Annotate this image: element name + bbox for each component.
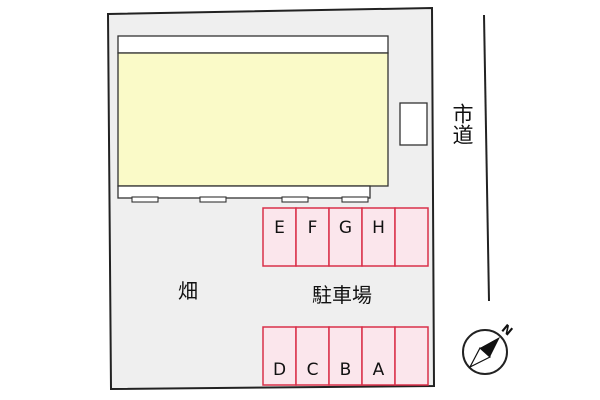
parking-space [394,326,429,386]
road-label: 市道 [450,103,474,145]
field-label: 畑 [178,279,198,303]
parking-area-label: 駐車場 [312,283,372,307]
parking-space [328,207,363,267]
parking-space [262,326,297,386]
parking-label-g: G [339,218,352,238]
parking-label-d: D [273,360,286,380]
parking-label-h: H [372,218,385,238]
parking-label-a: A [373,360,385,380]
parking-space [361,207,396,267]
parking-space [295,207,330,267]
parking-space [328,326,363,386]
parking-label-b: B [340,360,352,380]
parking-label-c: C [307,360,319,380]
parking-row-top: E F G H [262,207,429,267]
road-line [483,14,490,302]
parking-label-f: F [308,218,318,238]
building [117,35,428,203]
north-arrow-icon: N [462,321,515,375]
parking-space [295,326,330,386]
parking-row-bottom: D C B A [262,326,429,386]
parking-label-e: E [274,218,285,238]
parking-space [394,207,429,267]
